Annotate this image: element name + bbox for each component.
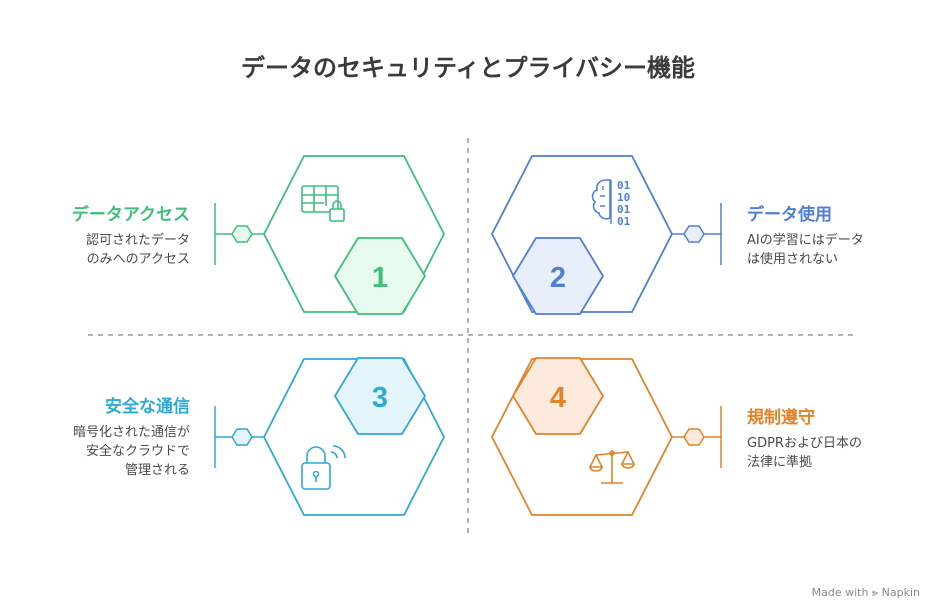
number-hexagon	[333, 357, 427, 435]
table-lock-icon	[301, 185, 345, 222]
heading-compliance: 規制遵守	[747, 408, 815, 428]
page-title: データのセキュリティとプライバシー機能	[240, 54, 696, 82]
connector-hexagon	[683, 225, 705, 243]
number-hexagon	[511, 237, 605, 315]
number-label: 2	[550, 262, 566, 294]
heading-data-access: データアクセス	[71, 205, 190, 225]
footer-credit: Made with ⪢ Napkin	[811, 586, 920, 599]
number-label: 4	[550, 382, 566, 414]
heading-secure-communication: 安全な通信	[105, 397, 190, 417]
connector-hexagon	[231, 225, 253, 243]
quadrant-3: 3	[214, 357, 446, 516]
binary-row: 01	[617, 179, 631, 192]
quadrant-4: 4	[490, 357, 722, 516]
description-secure-communication: 暗号化された通信が 安全なクラウドで 管理される	[72, 425, 190, 478]
number-hexagon	[511, 357, 605, 435]
number-hexagon	[333, 237, 427, 315]
brain-binary-icon: 01 10 01 01	[591, 179, 631, 228]
large-hexagon	[262, 155, 446, 313]
binary-row: 01	[617, 203, 631, 216]
heading-data-usage: データ使用	[747, 205, 832, 225]
binary-row: 10	[617, 191, 630, 204]
large-hexagon	[490, 358, 674, 516]
wireless-lock-icon	[301, 445, 346, 490]
connector-hexagon	[231, 428, 253, 446]
quadrant-1: 1	[214, 155, 446, 315]
large-hexagon	[262, 358, 446, 516]
description-data-access: 認可されたデータ のみへのアクセス	[85, 233, 190, 267]
description-compliance: GDPRおよび日本の 法律に準拠	[747, 436, 862, 470]
connector-hexagon	[683, 428, 705, 446]
large-hexagon	[490, 155, 674, 313]
quadrant-2: 2 01 10 01 01	[490, 155, 722, 315]
scales-icon	[588, 450, 636, 484]
binary-row: 01	[617, 215, 631, 228]
number-label: 3	[372, 382, 388, 414]
number-label: 1	[372, 262, 388, 294]
description-data-usage: AIの学習にはデータ は使用されない	[747, 233, 864, 267]
